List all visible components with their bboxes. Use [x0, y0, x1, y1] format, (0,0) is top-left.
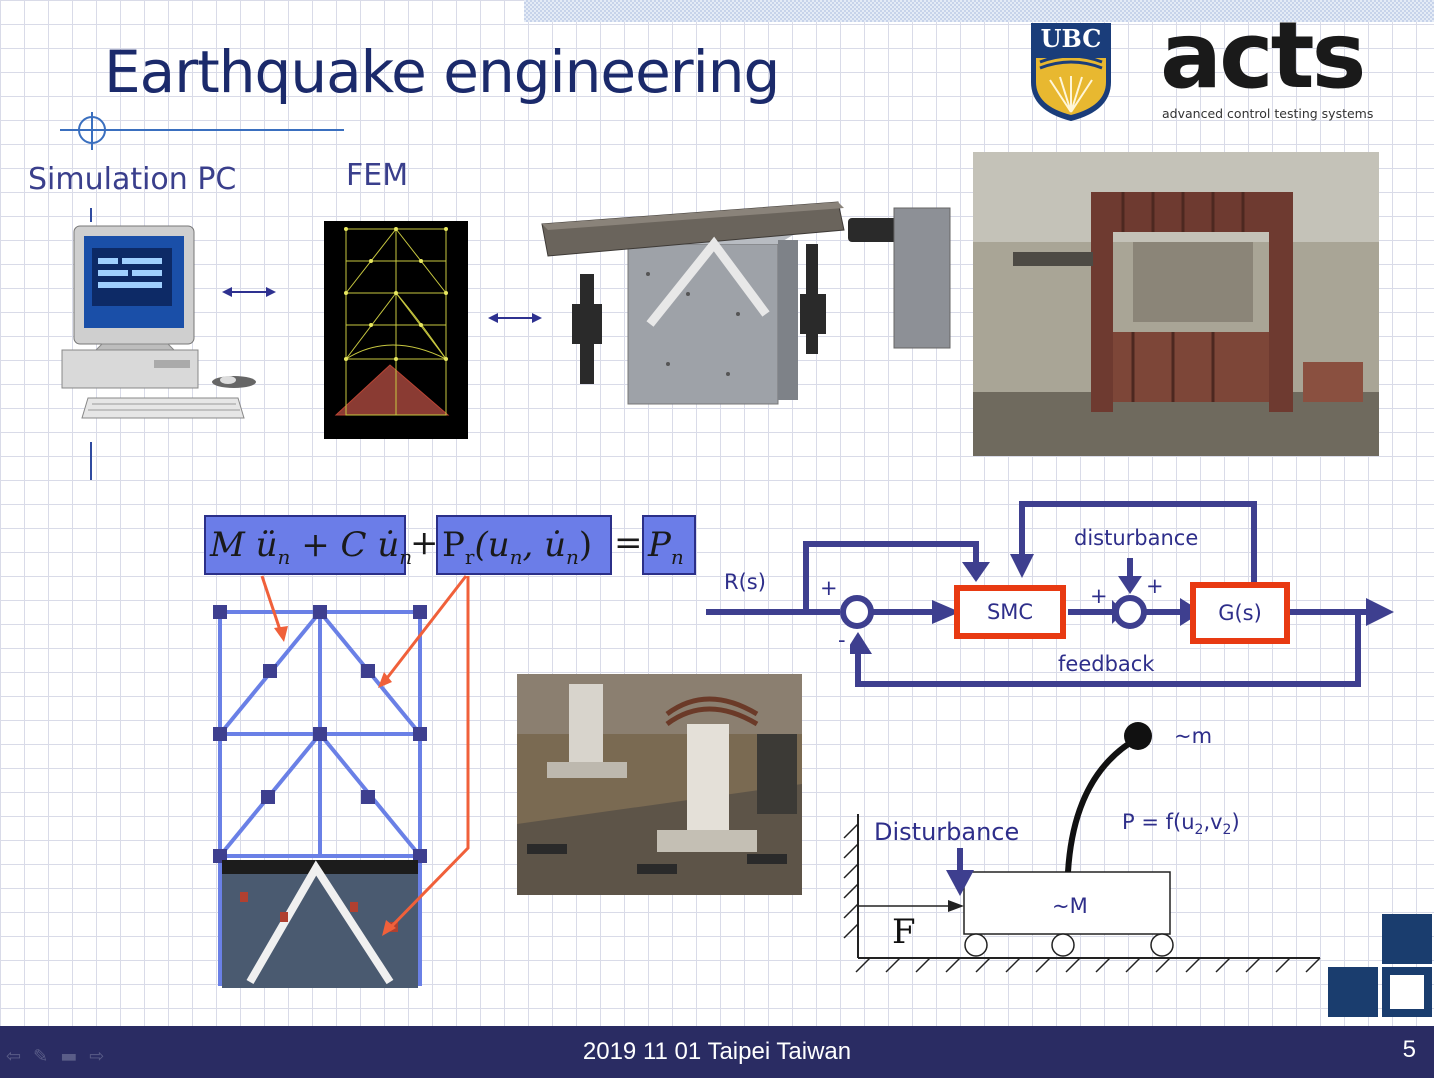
acts-logo-text: acts	[1160, 2, 1366, 109]
sum2-plus-left: +	[1090, 584, 1108, 608]
force-relation-text: )	[1231, 810, 1240, 834]
footer-bar	[0, 1026, 1434, 1078]
force-label: F	[892, 912, 916, 952]
equation-args: , u̇	[522, 525, 567, 565]
cart-mass-label: ~M	[1052, 894, 1088, 918]
feedback-label: feedback	[1058, 652, 1155, 676]
fem-label: FEM	[346, 158, 409, 193]
equation-equals: =	[614, 523, 643, 563]
mapping-arrows	[260, 575, 470, 936]
acts-logo: acts advanced control testing systems	[1158, 2, 1388, 126]
equation-subscript: n	[566, 544, 579, 569]
equation-plus: +	[410, 523, 439, 563]
equation-restoring-force: P	[442, 525, 465, 565]
ubc-logo-text: UBC	[1040, 24, 1102, 53]
equation-load-box: Pn	[642, 515, 696, 575]
force-relation-label: P = f(u2,v2)	[1122, 810, 1240, 838]
header-pattern-strip	[524, 0, 1434, 22]
equation-restoring-force-box: Pr(un, u̇n)	[436, 515, 612, 575]
sum1-minus-sign: -	[838, 628, 846, 652]
acts-tagline: advanced control testing systems	[1162, 106, 1374, 121]
computer-icon	[61, 225, 256, 419]
lab-test-photo	[973, 152, 1379, 456]
guide-line	[90, 208, 92, 222]
force-subscript: 2	[1222, 822, 1232, 839]
double-arrow-icon	[488, 313, 542, 323]
equation-subscript: n	[399, 544, 413, 569]
ubc-logo: UBC	[1030, 22, 1112, 122]
disturbance-label: disturbance	[1074, 526, 1199, 550]
equation-subscript: n	[509, 544, 523, 569]
force-subscript: 2	[1194, 822, 1204, 839]
equation-args: (u	[474, 525, 510, 565]
double-arrow-icon	[222, 287, 276, 297]
slide-title: Earthquake engineering	[104, 38, 780, 106]
equation-load: P	[648, 525, 671, 565]
previous-slide-icon[interactable]: ⇦	[6, 1046, 34, 1067]
equation-inertia-damping-box: M ün + C u̇n	[204, 515, 412, 575]
pendulum-mass-label: ~m	[1174, 724, 1213, 748]
equation-term-damping: + C u̇	[290, 525, 400, 565]
equation-subscript: n	[670, 544, 684, 569]
fem-mesh-image	[324, 221, 468, 439]
equation-subscript: r	[464, 544, 475, 569]
decorative-square	[1382, 967, 1432, 1017]
page-number: 5	[1402, 1036, 1416, 1063]
menu-icon[interactable]: ▬	[60, 1046, 90, 1067]
control-feedback-loops	[850, 501, 1394, 687]
force-relation-text: ,v	[1203, 810, 1223, 834]
test-rig-render-image	[541, 201, 951, 405]
cart-pendulum-diagram	[843, 722, 1321, 973]
force-relation-text: P = f(u	[1122, 810, 1195, 834]
equation-args: )	[578, 525, 593, 565]
disturbance-force-label: Disturbance	[874, 818, 1020, 846]
sum1-plus-sign: +	[820, 576, 838, 600]
title-crosshair-icon	[60, 112, 344, 150]
bridge-pier-test-photo	[517, 674, 802, 895]
simulation-pc-label: Simulation PC	[28, 162, 237, 197]
footer-text: 2019 11 01 Taipei Taiwan	[582, 1038, 852, 1065]
slide-nav-controls: ⇦✎▬⇨	[6, 1046, 116, 1067]
pen-icon[interactable]: ✎	[33, 1046, 61, 1067]
sum2-plus-top: +	[1146, 574, 1164, 598]
smc-block: SMC	[954, 585, 1066, 639]
next-slide-icon[interactable]: ⇨	[89, 1046, 117, 1067]
equation-subscript: n	[277, 544, 291, 569]
equation-term-inertia: M ü	[210, 525, 278, 565]
plant-block: G(s)	[1190, 582, 1290, 644]
decorative-square	[1328, 967, 1378, 1017]
decorative-square	[1382, 914, 1432, 964]
input-label: R(s)	[724, 570, 766, 594]
guide-line	[90, 442, 92, 480]
